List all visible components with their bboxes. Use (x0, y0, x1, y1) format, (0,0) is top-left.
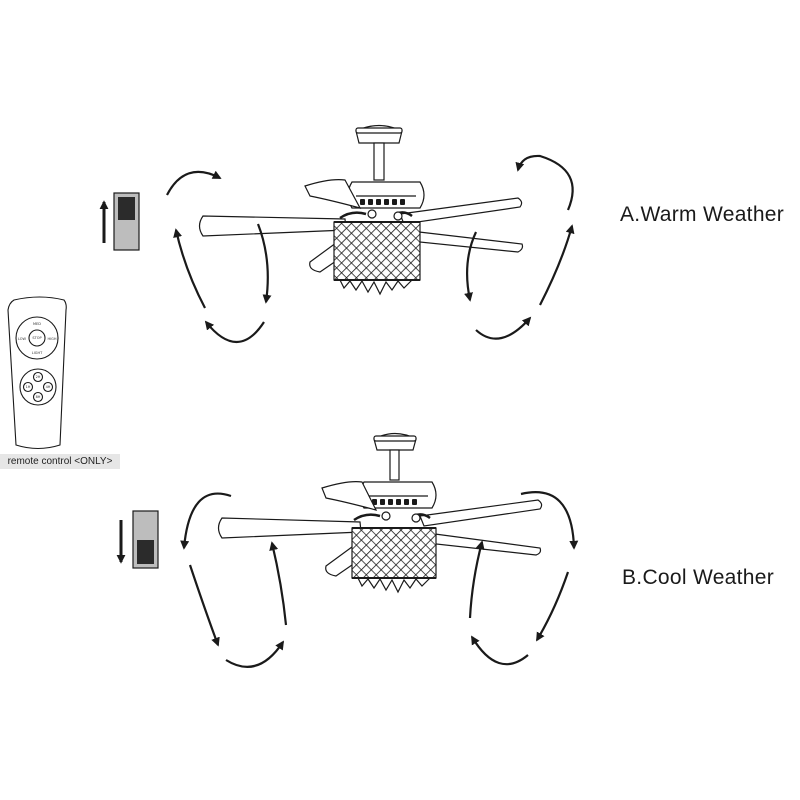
airflow-arrow (188, 564, 220, 647)
fan-blade (198, 215, 347, 237)
remote-med-label: MED (33, 322, 41, 326)
airflow-arrow (256, 223, 272, 304)
fan-cool (217, 432, 543, 594)
fan-blade (304, 179, 362, 209)
fan-crystal-drum (351, 527, 437, 579)
remote-caption: remote control <ONLY> (0, 454, 120, 469)
fan-crystal-drum (333, 221, 421, 281)
remote-control: STOP MED LOW HIGH LIGHT 2H 1H 4H 8H (7, 296, 67, 450)
airflow-arrow (225, 640, 284, 668)
airflow-arrows-warm (166, 154, 575, 344)
direction-switch-up (99, 192, 140, 251)
direction-switch-down (116, 510, 159, 569)
remote-stop-button (28, 329, 46, 347)
fan-downrod (389, 449, 400, 481)
fan-blade (419, 499, 543, 527)
fan-warm (198, 124, 524, 296)
airflow-arrow (539, 224, 575, 306)
airflow-arrow (475, 316, 532, 340)
airflow-arrow (464, 231, 477, 302)
airflow-arrow (180, 492, 232, 550)
airflow-arrow (515, 154, 574, 211)
airflow-arrows-cool (180, 491, 579, 668)
fan-blade (321, 481, 378, 511)
remote-4h-label: 4H (46, 385, 51, 389)
remote-stop-label: STOP (32, 336, 41, 340)
remote-8h-label: 8H (36, 395, 41, 399)
remote-high-label: HIGH (47, 337, 56, 341)
airflow-arrow (520, 491, 579, 550)
fan-downrod (373, 142, 385, 181)
fan-blade (399, 229, 524, 253)
airflow-arrow (166, 170, 222, 196)
remote-2h-label: 2H (36, 375, 41, 379)
warm-weather-label: A.Warm Weather (620, 203, 785, 226)
airflow-arrow (269, 541, 288, 626)
cool-weather-label: B.Cool Weather (622, 566, 775, 589)
fan-blade (399, 197, 523, 225)
airflow-arrow (204, 320, 265, 344)
fan-blade (217, 517, 362, 539)
remote-light-label: LIGHT (32, 351, 43, 355)
remote-1h-label: 1H (26, 385, 31, 389)
airflow-arrow (471, 635, 529, 666)
airflow-arrow (173, 228, 206, 309)
remote-low-label: LOW (18, 337, 27, 341)
airflow-arrow (536, 571, 570, 642)
airflow-arrow (468, 540, 485, 619)
